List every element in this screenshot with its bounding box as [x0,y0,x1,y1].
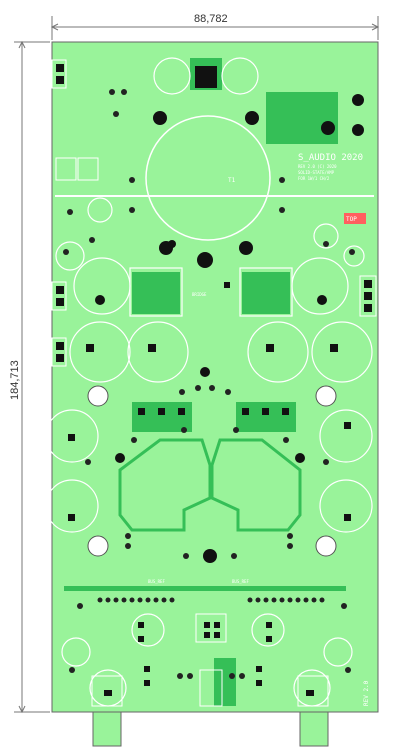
dimension-width [50,16,380,40]
connector-tab-right [299,711,329,747]
capacitor-outlines [45,57,373,707]
connector-tab-left [92,711,122,747]
board-subtitle-3: FOR 1W/1 CH/2 [298,176,330,181]
board-title: S_AUDIO 2020 [298,153,363,163]
header-pins-left [97,597,175,603]
copper-areas [64,58,346,706]
mounting-holes [87,385,337,557]
board-subtitle-1: REV 2.0 (C) 2020 [298,164,337,169]
connector-footprints [51,59,377,707]
vias [63,89,355,679]
pads-large [95,94,364,563]
dimension-height [14,40,50,714]
board-subtitle-2: SOLID-STATE/AMP [298,170,335,175]
transformer-label: T1 [228,177,236,184]
bus-label-right: BUS_REF [232,579,249,584]
header-pins-right [247,597,325,603]
bridge-label: BRIDGE [192,292,207,297]
top-badge [344,213,366,224]
pads-small [56,64,372,696]
dimension-width-label: 88,782 [194,13,228,25]
transformer-outline [145,115,271,241]
bus-label-left: BUS_REF [148,579,165,584]
dimension-height-label: 184,713 [9,360,21,400]
rev-label: REV 2.0 [363,680,370,706]
inductor-bodies [129,267,293,317]
top-label: TOP [346,216,357,223]
